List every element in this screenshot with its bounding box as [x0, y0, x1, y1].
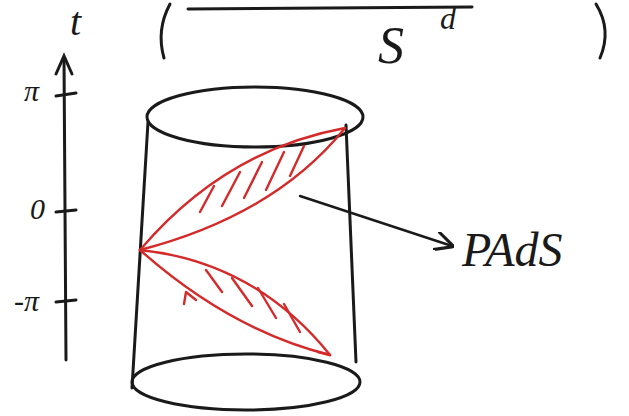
cylinder-top: [147, 87, 363, 147]
hatching: [244, 162, 262, 198]
tick-label: π: [24, 76, 39, 106]
tick-label: -π: [14, 286, 39, 316]
hatching: [200, 186, 214, 212]
region-label: PAdS: [462, 226, 562, 274]
poincare-patch-edge: [140, 250, 330, 355]
flow-arrowhead: [184, 292, 196, 304]
fraction-bar: [188, 7, 472, 9]
poincare-patch-edge: [140, 128, 345, 250]
time-axis: [64, 58, 66, 360]
poincare-patch-edge: [318, 352, 330, 355]
tick-label: 0: [30, 194, 45, 224]
cylinder-bottom: [132, 354, 360, 410]
hatching: [206, 270, 222, 292]
axis-label: t: [70, 2, 81, 42]
hatching: [232, 278, 252, 306]
hatching: [258, 288, 276, 318]
pointer-line: [300, 196, 452, 246]
axis-tick: [56, 300, 76, 302]
hatching: [266, 152, 284, 190]
sphere-symbol: S: [378, 20, 404, 72]
left-parenthesis: [161, 4, 170, 58]
right-parenthesis: [596, 4, 605, 58]
hatching: [222, 172, 240, 206]
hatching: [284, 304, 300, 332]
axis-arrowhead: [56, 56, 72, 74]
poincare-patch-edge: [140, 128, 345, 250]
superscript: d: [440, 2, 456, 34]
axis-tick: [56, 93, 76, 96]
hatching: [290, 146, 304, 176]
cylinder-side: [346, 125, 356, 362]
poincare-patch-edge: [140, 250, 330, 355]
axis-tick: [56, 210, 76, 212]
